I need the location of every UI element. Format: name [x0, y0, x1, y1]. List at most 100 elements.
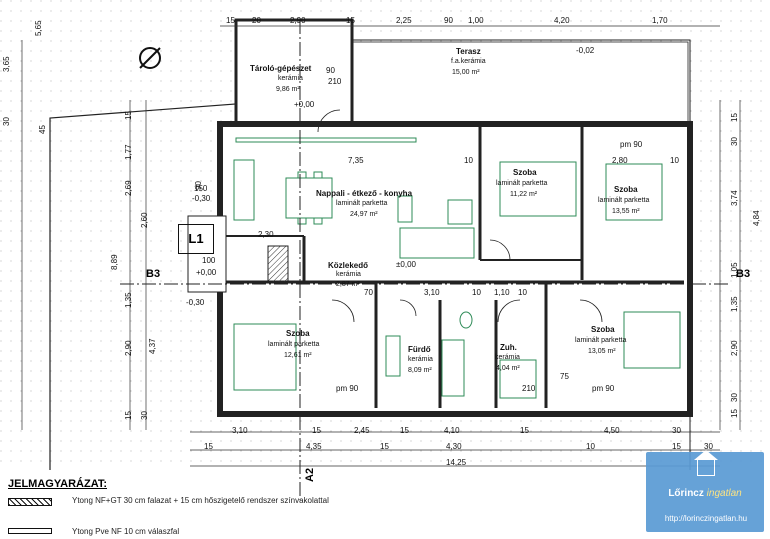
dim-label: 2,60: [140, 212, 149, 228]
dim-label: 90: [326, 66, 335, 75]
dim-label: 15: [312, 426, 321, 435]
dim-label: 15: [672, 442, 681, 451]
dim-label: 15: [730, 113, 739, 122]
dim-label: 2,30: [258, 230, 274, 239]
dim-label: 4,84: [752, 210, 761, 226]
room-name: Szoba: [286, 329, 310, 338]
room-area: 11,22 m²: [510, 191, 538, 198]
room-floor: kerámia: [278, 75, 303, 82]
dim-label: 10: [670, 156, 679, 165]
dim-label: 1,35: [124, 292, 133, 308]
dim-label: 8,89: [110, 254, 119, 270]
north-arrow-icon: [139, 47, 161, 69]
legend-text: Ytong Pve NF 10 cm válaszfal: [72, 527, 180, 536]
dim-label: 30: [704, 442, 713, 451]
dim-label: 3,74: [730, 190, 739, 206]
room-name: Közlekedő: [328, 261, 369, 270]
dim-total: 14,25: [446, 458, 467, 467]
room-name: Szoba: [614, 185, 638, 194]
elevation-label: -0,30: [186, 298, 205, 307]
elevation-label: +0,00: [196, 268, 217, 277]
room-name: Szoba: [513, 168, 537, 177]
dim-label: 45: [38, 125, 47, 134]
dim-label: 1,35: [730, 296, 739, 312]
dim-label: 4,20: [554, 16, 570, 25]
room-area: 9,86 m²: [276, 86, 300, 93]
room-floor: laminált parketta: [598, 197, 650, 204]
room-area: 24,97 m²: [350, 211, 378, 218]
entrance-landing: [187, 215, 227, 293]
room-floor: laminált parketta: [575, 337, 627, 344]
dim-label: pm 90: [620, 140, 643, 149]
dim-label: 210: [522, 384, 536, 393]
room-floor: kerámia: [495, 354, 520, 361]
room-name: Nappali - étkező - konyha: [316, 189, 413, 198]
legend-text: Ytong NF+GT 30 cm falazat + 15 cm hőszig…: [72, 496, 329, 505]
dim-label: 3,10: [232, 426, 248, 435]
dim-label: 4,50: [604, 426, 620, 435]
dim-label: 1,00: [468, 16, 484, 25]
room-name: Terasz: [456, 47, 481, 56]
dim-label: 15: [226, 16, 235, 25]
dim-label: pm 90: [592, 384, 615, 393]
branding-badge[interactable]: Lőrincz ingatlan http://lorinczingatlan.…: [646, 450, 764, 532]
dim-label: 75: [560, 372, 569, 381]
dim-label: 30: [2, 117, 11, 126]
dim-label: 210: [328, 77, 342, 86]
dim-label: 15: [204, 442, 213, 451]
dim-label: 2,90: [730, 340, 739, 356]
brand-url[interactable]: http://lorinczingatlan.hu: [664, 514, 748, 523]
section-marker-l1: L1: [178, 224, 214, 254]
room-name: Tároló-gépészet: [250, 64, 312, 73]
dim-label: 10: [464, 156, 473, 165]
room-area: 13,55 m²: [612, 208, 640, 215]
dim-label: 10: [518, 288, 527, 297]
house-logo-icon: [697, 460, 715, 476]
dim-label: 7,35: [348, 156, 364, 165]
dim-label: 2,80: [612, 156, 628, 165]
brand-name: Lőrincz ingatlan: [668, 488, 742, 499]
dim-label: 150: [194, 184, 208, 193]
chimney-hatch: [267, 245, 289, 283]
dim-label: 3,10: [424, 288, 440, 297]
room-floor: kerámia: [336, 271, 361, 278]
section-marker-b3-right: B3: [736, 268, 751, 280]
section-marker-b3-left: B3: [146, 268, 161, 280]
dim-label: 3,65: [2, 56, 11, 72]
elevation-label: -0,30: [192, 194, 211, 203]
dim-label: 2,69: [124, 180, 133, 196]
dim-label: 15: [124, 411, 133, 420]
elevation-label: ±0,00: [396, 260, 416, 269]
dim-label: 4,30: [446, 442, 462, 451]
dim-label: 15: [380, 442, 389, 451]
dim-label: 5,65: [34, 20, 43, 36]
furniture: [233, 137, 681, 399]
elevation-label: -0,02: [576, 46, 595, 55]
house-logo-icon: [694, 450, 718, 460]
dim-label: 15: [124, 111, 133, 120]
dim-label: 1,77: [124, 144, 133, 160]
dim-label: 15: [400, 426, 409, 435]
legend-title: JELMAGYARÁZAT:: [8, 478, 108, 490]
dim-label: 30: [730, 137, 739, 146]
dim-label: 1,70: [652, 16, 668, 25]
dim-label: 1,10: [494, 288, 510, 297]
dimension-lines: [21, 25, 741, 467]
door-swings: [317, 109, 603, 323]
dim-label: 2,90: [124, 340, 133, 356]
dim-label: 20: [252, 16, 261, 25]
room-floor: laminált parketta: [496, 180, 548, 187]
dim-label: 2,45: [354, 426, 370, 435]
house-outer-wall: [217, 121, 693, 417]
dim-label: 4,35: [306, 442, 322, 451]
room-floor: laminált parketta: [336, 200, 388, 207]
dim-label: 4,37: [148, 338, 157, 354]
section-marker-a2: A2: [304, 467, 316, 482]
dim-label: 10: [586, 442, 595, 451]
dim-label: 30: [672, 426, 681, 435]
dim-label: 30: [730, 393, 739, 402]
legend-wall-symbol: [8, 498, 52, 506]
dim-label: 15: [346, 16, 355, 25]
room-area: 2,87 m²: [336, 281, 360, 288]
dim-label: 90: [444, 16, 453, 25]
